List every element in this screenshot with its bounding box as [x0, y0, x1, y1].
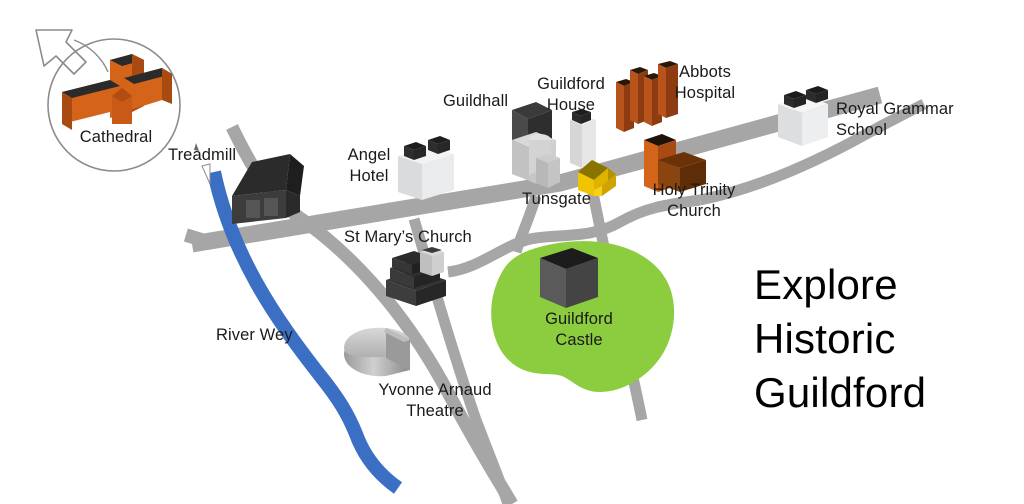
label-river-wey: River Wey: [216, 326, 293, 344]
map-title: Explore Historic Guildford: [754, 258, 926, 419]
label-angel-hotel-line1: Angel: [347, 146, 391, 164]
label-holy-trinity-church-line2: Church: [667, 202, 721, 220]
label-cathedral: Cathedral: [79, 128, 153, 146]
angel-hotel-building: [398, 136, 454, 200]
map-title-line-2: Historic: [754, 314, 896, 362]
label-st-marys-church: St Mary’s Church: [344, 228, 472, 246]
label-guildford-castle-line2: Castle: [555, 331, 603, 349]
yvonne-arnaud-theatre-building: [344, 327, 410, 377]
royal-grammar-school-building: [778, 86, 828, 146]
river-wey-course: [207, 170, 403, 494]
map-title-line-3: Guildford: [754, 368, 927, 416]
road-millbrook-cross: [447, 194, 701, 278]
st-marys-church-building: [386, 247, 446, 306]
road-northeast-branch: [698, 99, 927, 206]
label-angel-hotel-line2: Hotel: [349, 167, 389, 185]
abbots-hospital-building: [616, 61, 678, 132]
label-royal-grammar-school-line1: Royal Grammar: [836, 100, 954, 118]
label-abbots-hospital-line1: Abbots: [679, 63, 731, 81]
cathedral-inset-circle: [47, 38, 181, 172]
map-title-line-1: Explore: [754, 261, 898, 308]
label-yvonne-arnaud-theatre-line2: Theatre: [406, 402, 464, 420]
label-guildford-house-line2: House: [546, 96, 596, 114]
label-abbots-hospital-line2: Hospital: [674, 84, 736, 102]
guildford-castle-building: [540, 248, 598, 308]
holy-trinity-church-building: [644, 134, 706, 192]
guildford-house-building: [570, 109, 596, 168]
label-tunsgate: Tunsgate: [522, 190, 591, 208]
label-treadmill: Treadmill: [168, 146, 237, 164]
guildhall-building: [512, 102, 560, 188]
tunsgate-building: [578, 160, 616, 196]
cathedral-building: [62, 54, 172, 130]
north-arrow-icon: [35, 29, 109, 75]
road-network: [183, 86, 927, 504]
label-guildford-house-line1: Guildford: [537, 75, 605, 93]
castle-green-area: [491, 241, 675, 392]
label-holy-trinity-church-line1: Holy Trinity: [652, 181, 736, 199]
road-west-stub: [183, 228, 205, 247]
label-royal-grammar-school-line2: School: [836, 121, 888, 139]
treadmill-building: [194, 143, 304, 224]
label-yvonne-arnaud-theatre-line1: Yvonne Arnaud: [378, 381, 492, 399]
label-guildford-castle-line1: Guildford: [545, 310, 613, 328]
label-guildhall: Guildhall: [443, 92, 509, 110]
